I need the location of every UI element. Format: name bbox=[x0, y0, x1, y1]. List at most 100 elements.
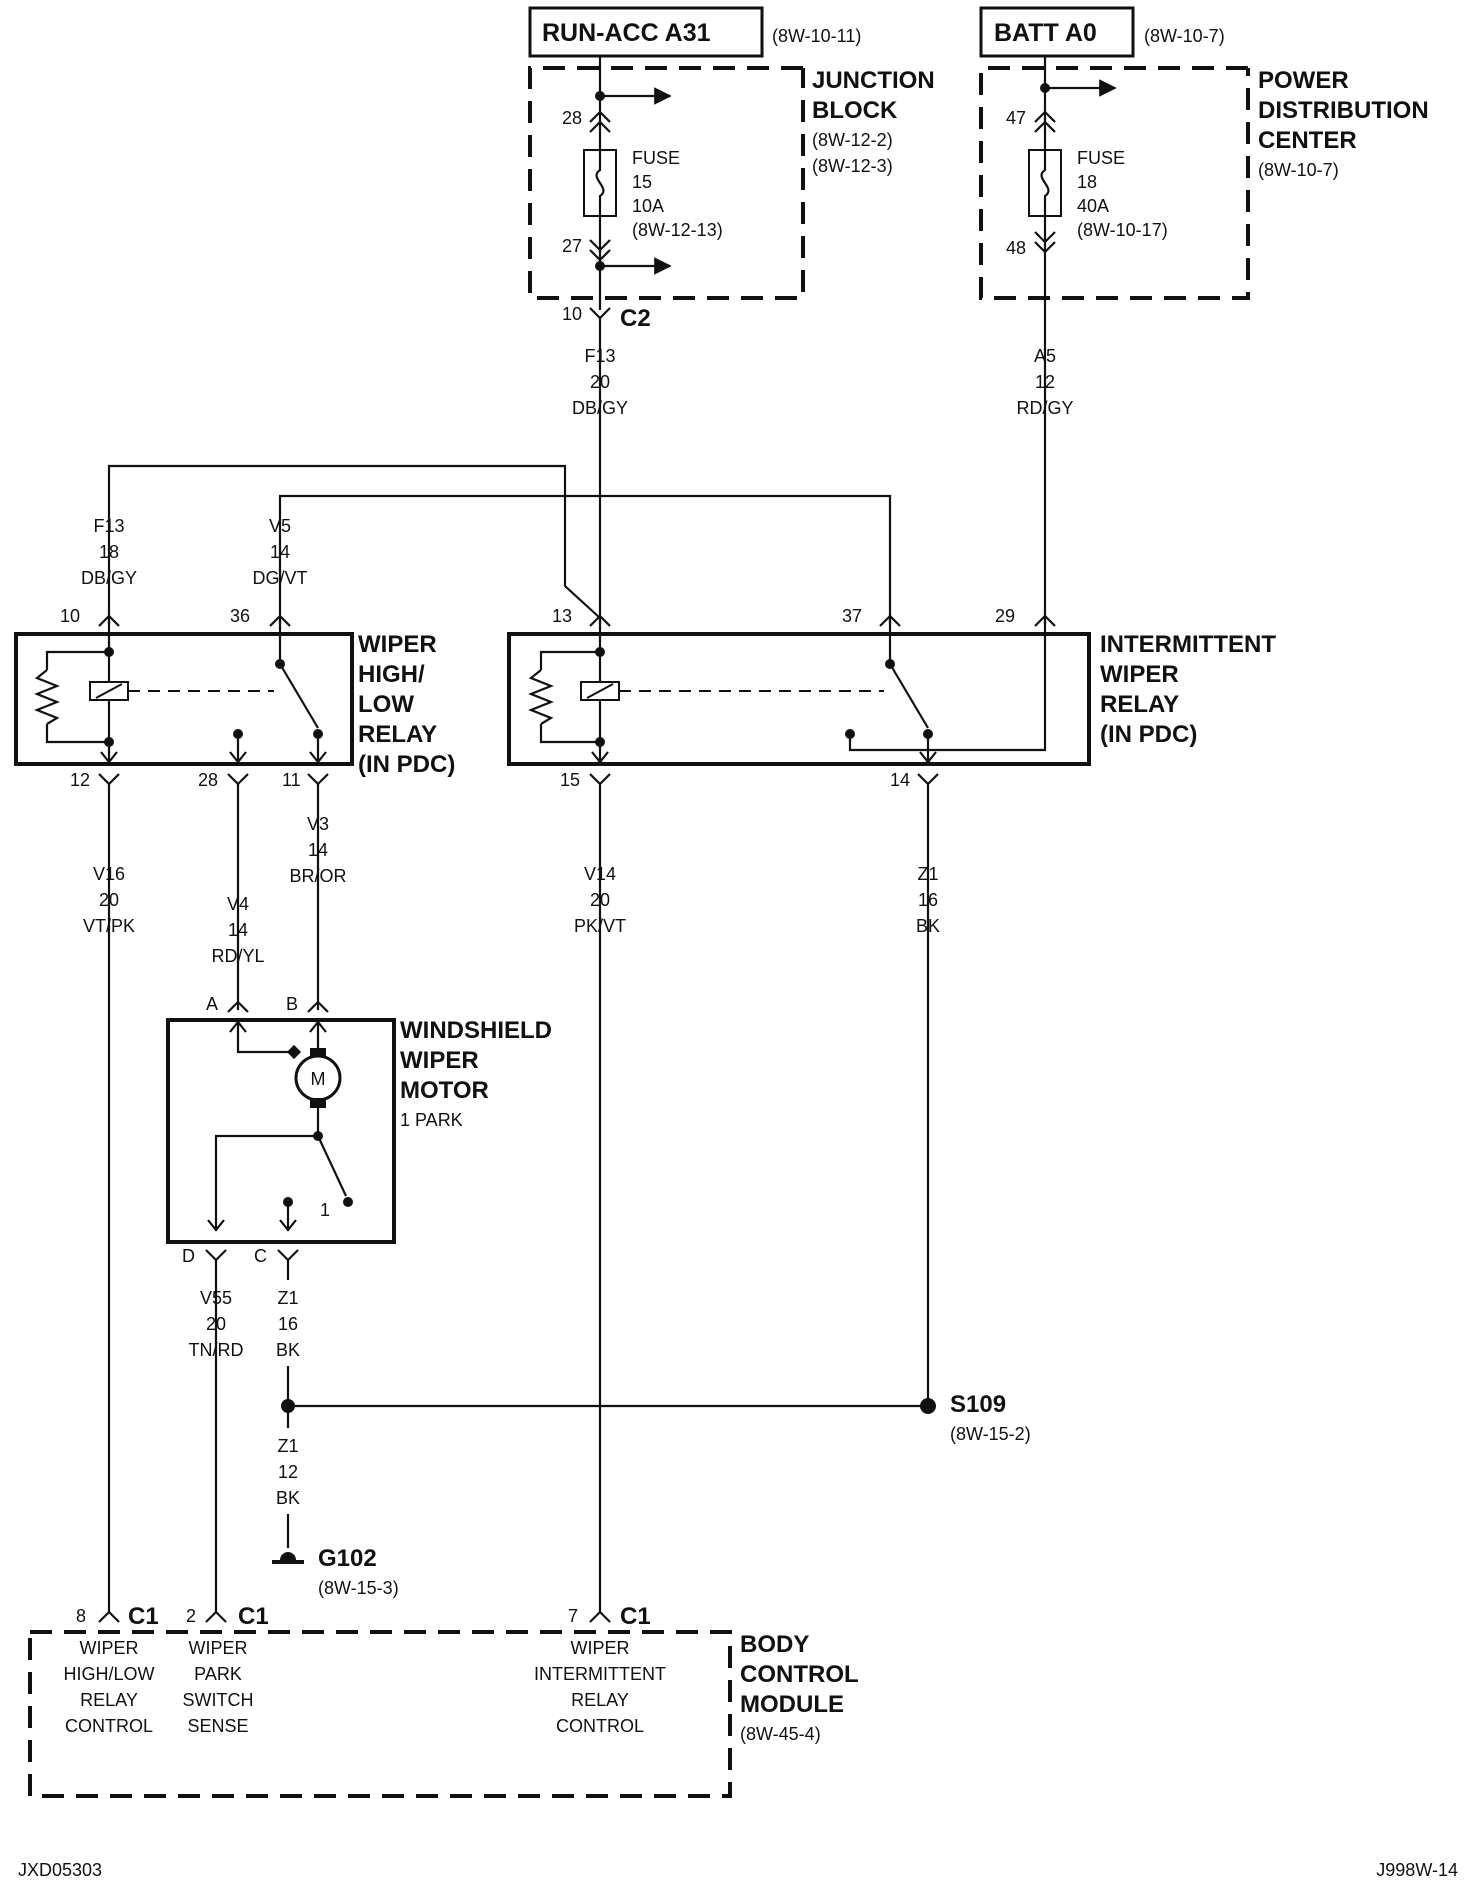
svg-text:V14: V14 bbox=[584, 864, 616, 884]
pdc-name-1: POWER bbox=[1258, 67, 1349, 94]
wire-label-v5: V5 14 DG/VT bbox=[252, 516, 307, 588]
hl-pin-11: 11 bbox=[282, 770, 301, 790]
svg-text:18: 18 bbox=[99, 542, 119, 562]
hl-pin-28: 28 bbox=[198, 770, 218, 790]
int-relay-name-4: (IN PDC) bbox=[1100, 721, 1197, 748]
svg-text:A5: A5 bbox=[1034, 346, 1056, 366]
svg-text:14: 14 bbox=[270, 542, 290, 562]
fuse-18-label: FUSE bbox=[1077, 148, 1125, 168]
motor-pin-a: A bbox=[206, 994, 218, 1014]
fuse-15-label: FUSE bbox=[632, 148, 680, 168]
wiper-high-low-relay: 10 36 12 28 11 WIPER HIGH/ LOW RELAY bbox=[14, 606, 455, 790]
svg-text:20: 20 bbox=[206, 1314, 226, 1334]
wire-label-a5: A5 12 RD/GY bbox=[1016, 346, 1073, 418]
svg-text:DB/GY: DB/GY bbox=[572, 398, 628, 418]
svg-text:WIPER: WIPER bbox=[188, 1638, 247, 1658]
pdc-name-3: CENTER bbox=[1258, 127, 1357, 154]
connector-c2: 10 C2 bbox=[562, 304, 651, 332]
wire-label-v14: V14 20 PK/VT bbox=[574, 864, 626, 936]
int-relay-name-2: WIPER bbox=[1100, 661, 1179, 688]
fuse-18-ref: (8W-10-17) bbox=[1077, 220, 1168, 240]
junction-block: JUNCTION BLOCK (8W-12-2) (8W-12-3) 28 27… bbox=[528, 56, 935, 310]
footer-right-code: J998W-14 bbox=[1376, 1860, 1458, 1880]
svg-text:RD/YL: RD/YL bbox=[211, 946, 264, 966]
batt-ref: (8W-10-7) bbox=[1144, 26, 1225, 46]
bcm-c1-label-2: C1 bbox=[238, 1603, 269, 1630]
svg-text:PK/VT: PK/VT bbox=[574, 916, 626, 936]
svg-text:12: 12 bbox=[1035, 372, 1055, 392]
motor-name-1: WINDSHIELD bbox=[400, 1017, 552, 1044]
wire-label-f13-branch: F13 18 DB/GY bbox=[81, 516, 137, 588]
s109-label: S109 bbox=[950, 1391, 1006, 1418]
motor-symbol: M bbox=[311, 1069, 326, 1089]
bcm-c1-label-3: C1 bbox=[620, 1603, 651, 1630]
svg-text:20: 20 bbox=[590, 372, 610, 392]
pdc-name-2: DISTRIBUTION bbox=[1258, 97, 1429, 124]
svg-text:DG/VT: DG/VT bbox=[252, 568, 307, 588]
hl-pin-36: 36 bbox=[230, 606, 250, 626]
pdc-pin-out: 48 bbox=[1006, 238, 1026, 258]
g102-label: G102 bbox=[318, 1545, 377, 1572]
svg-text:14: 14 bbox=[228, 920, 248, 940]
svg-text:14: 14 bbox=[308, 840, 328, 860]
svg-text:WIPER: WIPER bbox=[570, 1638, 629, 1658]
svg-text:V55: V55 bbox=[200, 1288, 232, 1308]
svg-text:F13: F13 bbox=[584, 346, 615, 366]
int-relay-name-1: INTERMITTENT bbox=[1100, 631, 1276, 658]
pdc-pin-in: 47 bbox=[1006, 108, 1026, 128]
bcm-pin-2: 2 bbox=[186, 1606, 196, 1626]
svg-text:HIGH/LOW: HIGH/LOW bbox=[63, 1664, 154, 1684]
svg-text:DB/GY: DB/GY bbox=[81, 568, 137, 588]
int-relay-name-3: RELAY bbox=[1100, 691, 1179, 718]
svg-text:BK: BK bbox=[276, 1488, 300, 1508]
int-pin-29: 29 bbox=[995, 606, 1015, 626]
g102-ref: (8W-15-3) bbox=[318, 1578, 399, 1598]
svg-text:16: 16 bbox=[918, 890, 938, 910]
intermittent-wiper-relay: 13 37 29 15 14 INTERMITTENT WIPER RELAY … bbox=[507, 606, 1276, 790]
int-pin-13: 13 bbox=[552, 606, 572, 626]
svg-text:PARK: PARK bbox=[194, 1664, 242, 1684]
fuse-15-number: 15 bbox=[632, 172, 652, 192]
junction-block-name-1: JUNCTION bbox=[812, 67, 935, 94]
wire-v5 bbox=[278, 494, 892, 624]
jb-pin-out: 27 bbox=[562, 236, 582, 256]
c2-pin: 10 bbox=[562, 304, 582, 324]
wire-label-f13-main: F13 20 DB/GY bbox=[572, 346, 628, 418]
pdc-ref: (8W-10-7) bbox=[1258, 160, 1339, 180]
junction-block-name-2: BLOCK bbox=[812, 97, 898, 124]
hl-relay-name-3: LOW bbox=[358, 691, 414, 718]
windshield-wiper-motor: A B M 1 D C WINDSHIELD WIPER MOTOR 1 PAR… bbox=[166, 994, 552, 1266]
svg-text:RD/GY: RD/GY bbox=[1016, 398, 1073, 418]
svg-text:WIPER: WIPER bbox=[79, 1638, 138, 1658]
wire-label-z1-motor: Z1 16 BK bbox=[276, 1288, 300, 1360]
s109-ref: (8W-15-2) bbox=[950, 1424, 1031, 1444]
batt-label: BATT A0 bbox=[994, 19, 1097, 47]
svg-text:20: 20 bbox=[99, 890, 119, 910]
ground-g102: G102 (8W-15-3) bbox=[272, 1545, 399, 1598]
int-pin-15: 15 bbox=[560, 770, 580, 790]
wire-label-v16: V16 20 VT/PK bbox=[83, 864, 135, 936]
int-pin-14: 14 bbox=[890, 770, 910, 790]
wire-f13-branch bbox=[107, 464, 601, 624]
int-pin-37: 37 bbox=[842, 606, 862, 626]
run-acc-label: RUN-ACC A31 bbox=[542, 19, 711, 47]
bcm-name-1: BODY bbox=[740, 1631, 809, 1658]
svg-text:16: 16 bbox=[278, 1314, 298, 1334]
batt-source: BATT A0 (8W-10-7) bbox=[979, 6, 1225, 58]
bcm-c1-label-1: C1 bbox=[128, 1603, 159, 1630]
wire-label-v55: V55 20 TN/RD bbox=[189, 1288, 244, 1360]
hl-pin-12: 12 bbox=[70, 770, 90, 790]
fuse-18-rating: 40A bbox=[1077, 196, 1109, 216]
wire-label-z1-ground: Z1 12 BK bbox=[276, 1436, 300, 1508]
run-acc-ref: (8W-10-11) bbox=[772, 26, 861, 46]
motor-name-3: MOTOR bbox=[400, 1077, 489, 1104]
body-control-module: 8 C1 2 C1 7 C1 WIPER HIGH/LOW RELAY CONT… bbox=[28, 1603, 859, 1798]
svg-text:RELAY: RELAY bbox=[571, 1690, 629, 1710]
svg-text:SWITCH: SWITCH bbox=[183, 1690, 254, 1710]
svg-text:V16: V16 bbox=[93, 864, 125, 884]
motor-pin-d: D bbox=[182, 1246, 195, 1266]
hl-relay-name-4: RELAY bbox=[358, 721, 437, 748]
svg-text:V3: V3 bbox=[307, 814, 329, 834]
svg-text:RELAY: RELAY bbox=[80, 1690, 138, 1710]
